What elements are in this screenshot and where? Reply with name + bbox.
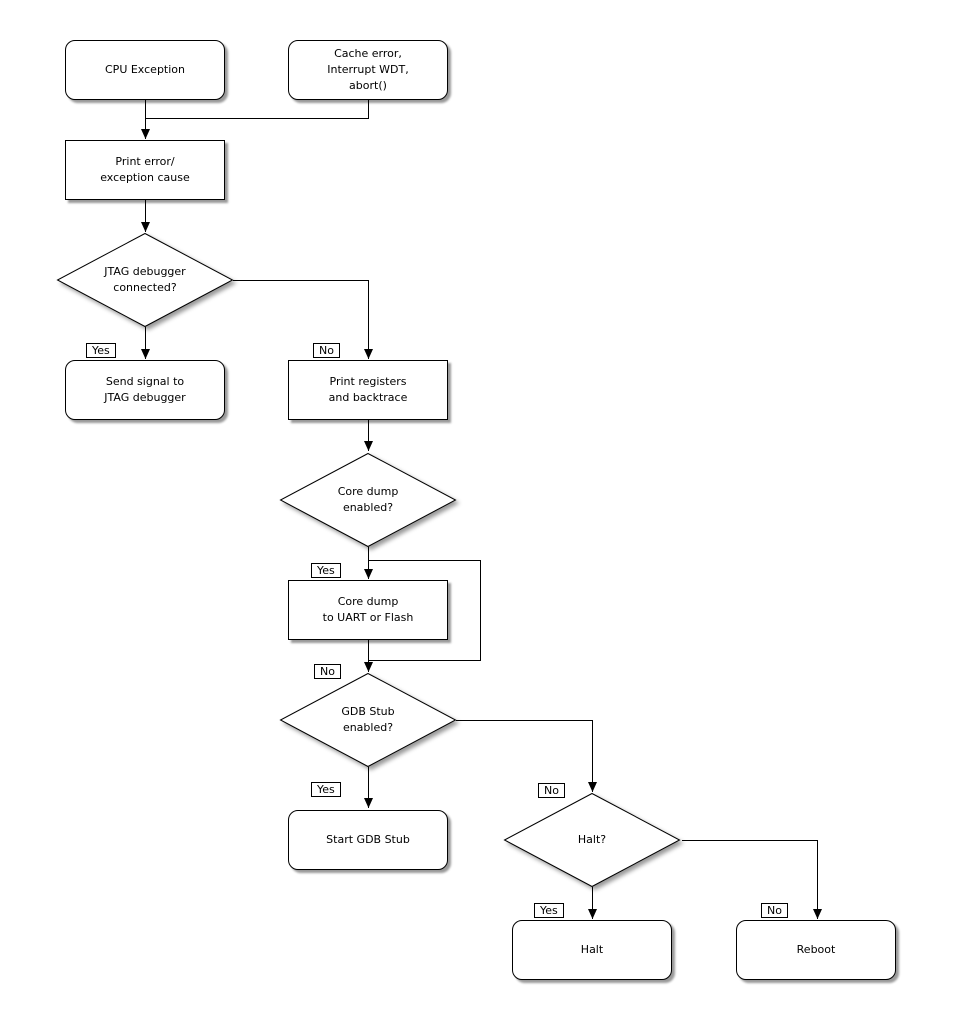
node-start-gdb-stub-label: Start GDB Stub	[326, 833, 410, 846]
diamond-outline	[279, 452, 457, 548]
edge-label-jtag-no: No	[313, 343, 340, 358]
decision-core-dump-enabled-label: Core dump enabled?	[337, 485, 399, 514]
node-cpu-exception-label: CPU Exception	[105, 63, 185, 76]
edge-jtag-no-to-print-registers	[233, 280, 373, 359]
node-cpu-exception: CPU Exception	[65, 40, 225, 100]
node-cache-error-label: Cache error, Interrupt WDT, abort()	[327, 47, 409, 92]
edge-label-halt-yes: Yes	[534, 903, 564, 918]
edge-halt-no-to-reboot	[682, 840, 822, 919]
node-send-signal-jtag-label: Send signal to JTAG debugger	[104, 375, 186, 404]
diamond-shape	[503, 792, 681, 888]
edge-core-dump-no-bypass	[368, 560, 481, 661]
decision-jtag-connected: JTAG debugger connected?	[56, 232, 234, 328]
decision-gdb-stub-enabled: GDB Stub enabled?	[279, 672, 457, 768]
edge-label-jtag-yes: Yes	[86, 343, 116, 358]
node-halt: Halt	[512, 920, 672, 980]
diamond-shape	[279, 672, 457, 768]
decision-halt-label: Halt?	[577, 833, 607, 846]
edge-label-core-dump-no: No	[314, 664, 341, 679]
edge-label-halt-no: No	[761, 903, 788, 918]
node-core-dump: Core dump to UART or Flash	[288, 580, 448, 640]
edge-gdb-no-to-halt-q	[456, 720, 597, 792]
node-print-registers: Print registers and backtrace	[288, 360, 448, 420]
node-print-error-cause-label: Print error/ exception cause	[100, 155, 190, 184]
node-send-signal-jtag: Send signal to JTAG debugger	[65, 360, 225, 420]
node-core-dump-label: Core dump to UART or Flash	[322, 595, 414, 624]
diamond-shape	[279, 452, 457, 548]
node-cache-error: Cache error, Interrupt WDT, abort()	[288, 40, 448, 100]
node-reboot-label: Reboot	[796, 943, 836, 956]
node-reboot: Reboot	[736, 920, 896, 980]
node-print-error-cause: Print error/ exception cause	[65, 140, 225, 200]
diamond-outline	[279, 672, 457, 768]
decision-gdb-stub-enabled-label: GDB Stub enabled?	[341, 705, 395, 734]
edge-label-core-dump-yes: Yes	[311, 563, 341, 578]
edge-label-gdb-yes: Yes	[311, 782, 341, 797]
edge-label-gdb-no: No	[538, 783, 565, 798]
diamond-shape	[56, 232, 234, 328]
edge-cache-error-merge	[145, 100, 369, 119]
node-start-gdb-stub: Start GDB Stub	[288, 810, 448, 870]
diamond-outline	[503, 792, 681, 888]
diamond-outline	[56, 232, 234, 328]
node-halt-label: Halt	[580, 943, 604, 956]
decision-core-dump-enabled: Core dump enabled?	[279, 452, 457, 548]
node-print-registers-label: Print registers and backtrace	[328, 375, 408, 404]
decision-halt: Halt?	[503, 792, 681, 888]
decision-jtag-connected-label: JTAG debugger connected?	[104, 265, 186, 294]
